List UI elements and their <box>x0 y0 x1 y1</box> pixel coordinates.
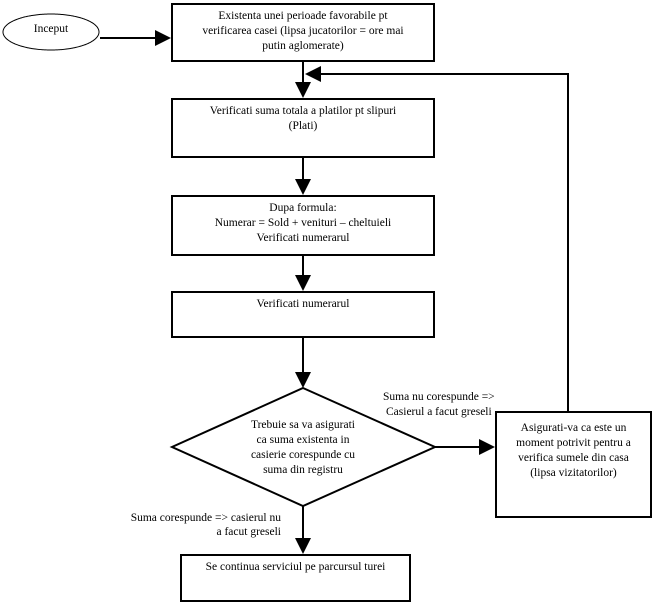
step-check-payments: Verificati suma totala a platilor pt sli… <box>171 98 435 158</box>
step-text: (Plati) <box>288 120 318 132</box>
retry-line: Asigurati-va ca este un <box>520 422 627 434</box>
step-text: verificarea casei (lipsa jucatorilor = o… <box>202 25 404 37</box>
step-favorable-period: Existenta unei perioade favorabile pt ve… <box>171 3 435 62</box>
decision-line: ca suma existenta in <box>256 434 350 446</box>
yes-branch-label-2: a facut greseli <box>216 526 282 538</box>
step-text: Existenta unei perioade favorabile pt <box>218 10 388 22</box>
no-branch-label-2: Casierul a facut greseli <box>386 406 492 418</box>
end-box: Se continua serviciul pe parcursul turei <box>180 554 411 602</box>
step-text: Dupa formula: <box>269 202 337 214</box>
step-check-cash: Verificati numerarul <box>171 291 435 338</box>
decision-line: Trebuie sa va asigurati <box>250 419 355 431</box>
retry-line: verifica sumele din casa <box>518 452 629 464</box>
step-text: Verificati suma totala a platilor pt sli… <box>209 105 397 117</box>
step-text: Verificati numerarul <box>256 232 350 244</box>
step-text: Verificati numerarul <box>256 298 350 310</box>
decision-line: casierie corespunde cu <box>250 449 356 461</box>
no-branch-label-1: Suma nu corespunde => <box>383 391 495 403</box>
step-formula: Dupa formula: Numerar = Sold + venituri … <box>171 195 435 256</box>
start-label: Inceput <box>33 23 69 35</box>
retry-box: Asigurati-va ca este un moment potrivit … <box>495 411 652 518</box>
end-text: Se continua serviciul pe parcursul turei <box>205 561 386 573</box>
decision-line: suma din registru <box>263 464 343 476</box>
retry-line: (lipsa vizitatorilor) <box>530 467 617 479</box>
decision-text: Trebuie sa va asigurati ca suma existent… <box>223 418 383 478</box>
retry-line: moment potrivit pentru a <box>516 437 631 449</box>
start-ellipse <box>2 13 100 51</box>
step-text: putin aglomerate) <box>262 40 344 52</box>
yes-branch-label-1: Suma corespunde => casierul nu <box>130 512 281 524</box>
step-text: Numerar = Sold + venituri – cheltuieli <box>214 217 392 229</box>
loop-back-line <box>305 66 569 411</box>
